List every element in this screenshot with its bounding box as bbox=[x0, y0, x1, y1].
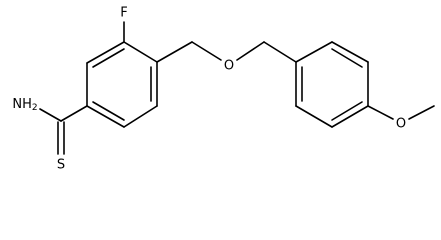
bond-ring-thioamide-carbon bbox=[60, 105, 88, 122]
ether-oxygen-atom-label: O bbox=[224, 59, 234, 74]
bond-methylene-2-ring bbox=[263, 41, 297, 63]
bond-ring2-top-left bbox=[295, 41, 333, 63]
bond-ring1-bottom-left bbox=[86, 105, 125, 128]
bond-ring1-top-right bbox=[123, 41, 158, 63]
bond-ring2-top-right bbox=[331, 41, 369, 63]
right-benzene-ring bbox=[295, 41, 369, 128]
bond-ring1-top-left bbox=[86, 41, 125, 64]
amine-atom-subscript: 2 bbox=[32, 103, 38, 113]
bond-ring2-inner-top bbox=[331, 48, 363, 68]
bond-methylene-1-oxygen bbox=[191, 41, 222, 61]
bond-ring1-inner-bottom bbox=[92, 101, 125, 121]
molecule-structure: F NH2 S O O bbox=[12, 6, 435, 173]
fluorine-atom-label: F bbox=[120, 6, 127, 21]
bond-ring1-inner-top bbox=[92, 48, 125, 68]
bond-ring1-bottom-right bbox=[123, 105, 158, 128]
methoxy-oxygen-atom-label: O bbox=[396, 117, 406, 132]
bond-ring-methylene-1 bbox=[156, 41, 193, 63]
sulfur-atom-label: S bbox=[57, 158, 65, 173]
amine-atom-label: NH2 bbox=[12, 97, 37, 114]
bond-methoxy-oxygen-methyl bbox=[408, 105, 435, 120]
bond-thioamide-carbon-nitrogen bbox=[39, 108, 62, 122]
bond-ring2-bottom-right bbox=[331, 105, 369, 128]
left-benzene-ring bbox=[86, 41, 158, 128]
bond-ring2-bottom-left bbox=[295, 105, 333, 128]
bond-ring-methoxy-oxygen bbox=[367, 105, 394, 120]
bond-ring2-inner-bottom bbox=[331, 101, 363, 121]
amine-atom-text: NH bbox=[12, 97, 32, 112]
bond-oxygen-methylene-2 bbox=[236, 41, 265, 61]
